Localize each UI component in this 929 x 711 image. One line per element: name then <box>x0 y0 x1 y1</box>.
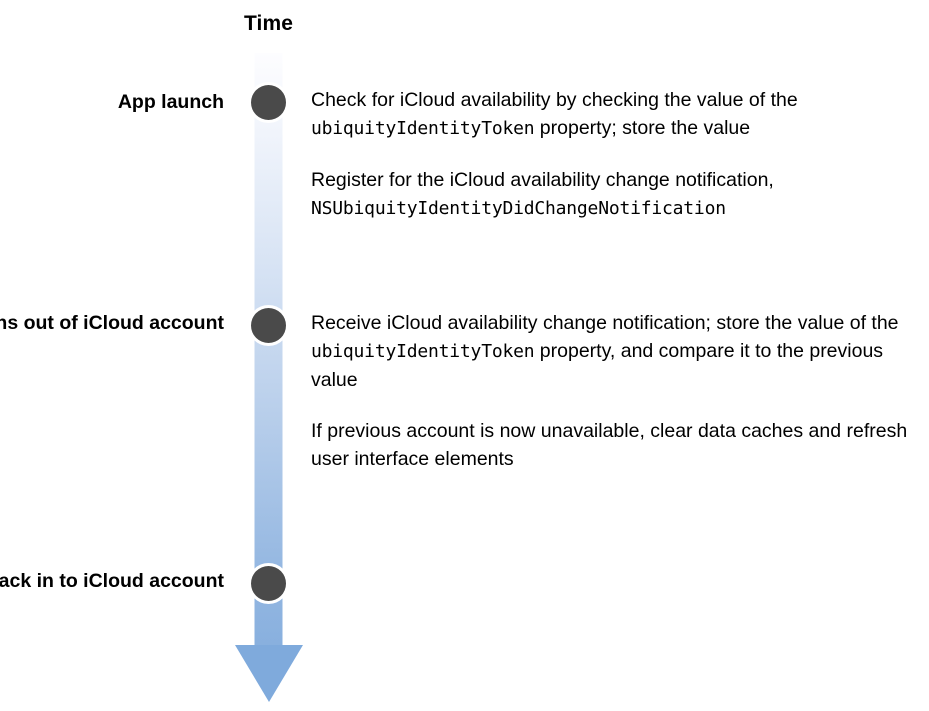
description-text: Check for iCloud availability by checkin… <box>311 89 798 111</box>
description-step: If previous account is now unavailable, … <box>311 417 921 473</box>
description-group-user-signs-out: Receive iCloud availability change notif… <box>311 309 921 473</box>
description-text: Receive iCloud availability change notif… <box>311 312 899 334</box>
api-symbol: NSUbiquityIdentityDidChangeNotification <box>311 198 726 219</box>
description-group-app-launch: Check for iCloud availability by checkin… <box>311 86 921 223</box>
description-text: Register for the iCloud availability cha… <box>311 169 774 191</box>
stage-label-user-signs-back-in: User signs back in to iCloud account <box>0 570 224 592</box>
timeline-node-icon-user-signs-back-in <box>251 566 286 601</box>
description-text: property, and compare it to the previous… <box>311 340 884 391</box>
time-axis-arrowhead <box>235 645 303 702</box>
stage-label-user-signs-out: User signs out of iCloud account <box>0 312 224 334</box>
api-symbol: ubiquityIdentityToken <box>311 341 535 362</box>
description-text: If previous account is now unavailable, … <box>311 420 908 470</box>
description-step: Register for the iCloud availability cha… <box>311 166 921 223</box>
description-step: Check for iCloud availability by checkin… <box>311 86 921 143</box>
description-step: Receive iCloud availability change notif… <box>311 309 921 394</box>
timeline-node-icon-app-launch <box>251 85 286 120</box>
time-axis-shaft <box>254 53 283 646</box>
time-axis-heading: Time <box>244 12 294 35</box>
api-symbol: ubiquityIdentityToken <box>311 118 535 139</box>
timeline-node-icon-user-signs-out <box>251 308 286 343</box>
description-text: property; store the value <box>534 117 751 139</box>
stage-label-app-launch: App launch <box>117 91 224 113</box>
